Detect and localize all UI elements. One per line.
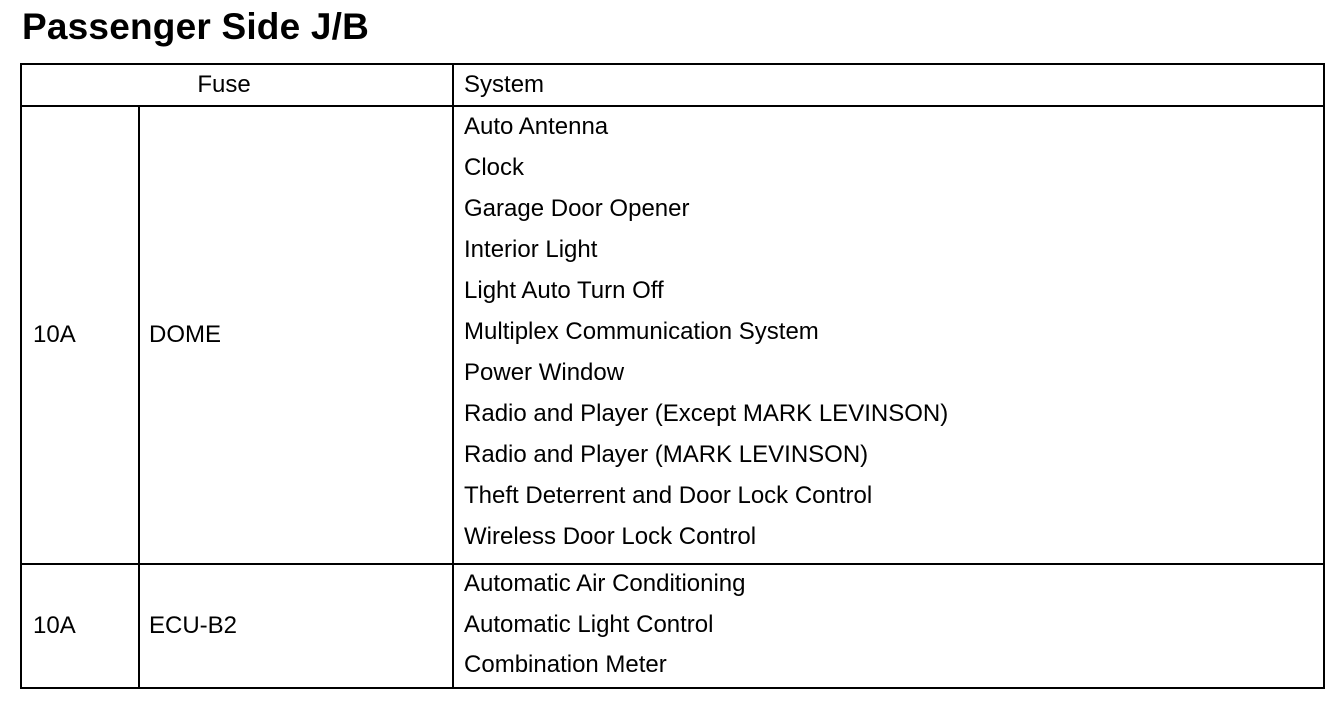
list-item: Light Auto Turn Off xyxy=(464,277,664,304)
fuse-table: Fuse System 10A DOME Auto Antenna Clock … xyxy=(19,63,1325,689)
system-list: Auto Antenna Clock Garage Door Opener In… xyxy=(454,107,1323,563)
fuse-amperage: 10A xyxy=(33,611,76,639)
list-item: Radio and Player (Except MARK LEVINSON) xyxy=(464,400,949,427)
fuse-header-label: Fuse xyxy=(197,71,251,98)
page-title: Passenger Side J/B xyxy=(22,6,370,47)
list-item: Multiplex Communication System xyxy=(464,318,819,345)
list-item: Combination Meter xyxy=(464,651,667,678)
fuse-name: ECU-B2 xyxy=(149,611,238,639)
fuse-amperage: 10A xyxy=(33,321,76,348)
systems-cell: Auto Antenna Clock Garage Door Opener In… xyxy=(452,105,1325,565)
fuse-name-cell: ECU-B2 xyxy=(137,563,455,689)
system-header-label: System xyxy=(464,71,545,98)
list-item: Power Window xyxy=(464,359,625,386)
table-row: 10A DOME Auto Antenna Clock Garage Door … xyxy=(20,105,1325,565)
table-header-row: Fuse System xyxy=(19,63,1325,107)
list-item: Interior Light xyxy=(464,236,598,263)
list-item: Auto Antenna xyxy=(464,113,609,140)
list-item: Clock xyxy=(464,154,525,181)
fuse-name-cell: DOME xyxy=(137,105,455,565)
list-item: Wireless Door Lock Control xyxy=(464,523,757,550)
list-item: Theft Deterrent and Door Lock Control xyxy=(464,482,873,509)
list-item: Radio and Player (MARK LEVINSON) xyxy=(464,441,869,468)
list-item: Garage Door Opener xyxy=(464,195,690,222)
system-list: Automatic Air Conditioning Automatic Lig… xyxy=(454,565,1323,687)
list-item: Automatic Light Control xyxy=(464,610,714,638)
fuse-amperage-cell: 10A xyxy=(20,563,140,689)
systems-cell: Automatic Air Conditioning Automatic Lig… xyxy=(452,563,1325,689)
fuse-column-header: Fuse xyxy=(19,63,455,107)
table-row: 10A ECU-B2 Automatic Air Conditioning Au… xyxy=(20,563,1325,689)
list-item: Automatic Air Conditioning xyxy=(464,570,746,597)
system-column-header: System xyxy=(452,63,1325,107)
fuse-name: DOME xyxy=(149,321,221,348)
fuse-amperage-cell: 10A xyxy=(20,105,140,565)
